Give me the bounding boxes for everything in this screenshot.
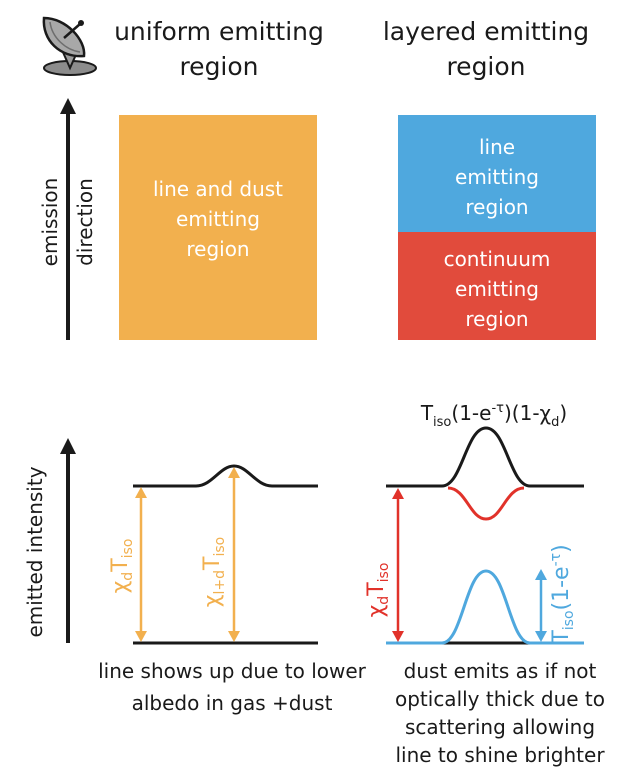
svg-text:χdTiso: χdTiso — [108, 539, 136, 594]
svg-text:χl+dTiso: χl+dTiso — [200, 537, 228, 607]
svg-text:χdTiso: χdTiso — [364, 563, 392, 618]
xld-tiso-label: χl+dTiso — [200, 537, 228, 607]
intensity-axis-label: emitted intensity — [23, 466, 47, 637]
line-emitting-box — [398, 115, 596, 232]
uniform-emitting-box — [119, 115, 317, 340]
line-box-label-3: region — [465, 195, 528, 219]
intensity-arrow-head — [60, 438, 76, 454]
right-line-emission-curve — [386, 426, 584, 488]
uniform-title-line-2: region — [179, 52, 258, 81]
continuum-box-label-1: continuum — [444, 247, 551, 271]
right-caption-line-3: scattering allowing — [405, 715, 595, 739]
blue-tiso-arrow — [535, 569, 547, 642]
right-blue-line-curve — [386, 569, 584, 645]
formula-label: Tiso(1-e-τ)(1-χd) — [420, 401, 567, 430]
layered-title-line-2: region — [446, 52, 525, 81]
uniform-box-label-3: region — [186, 237, 249, 261]
right-absorption-dip-curve — [447, 486, 525, 521]
left-caption-line-1: line shows up due to lower — [98, 659, 367, 683]
left-spectrum-curve — [133, 464, 318, 488]
xd-tiso-arrow — [135, 487, 147, 642]
right-caption-line-4: line to shine brighter — [395, 743, 605, 767]
red-xd-tiso-arrow — [392, 488, 404, 642]
uniform-box-label-1: line and dust — [153, 177, 283, 201]
continuum-emitting-box — [398, 232, 596, 340]
right-caption-line-1: dust emits as if not — [404, 659, 597, 683]
emission-arrow-head — [60, 98, 76, 114]
blue-tiso-label: Tiso(1-e-τ) — [548, 544, 577, 644]
direction-label: direction — [73, 178, 97, 266]
red-xd-tiso-label: χdTiso — [364, 563, 392, 618]
continuum-box-label-3: region — [465, 307, 528, 331]
xd-tiso-label: χdTiso — [108, 539, 136, 594]
satellite-dish-icon — [42, 16, 97, 76]
xld-tiso-arrow — [228, 467, 240, 642]
svg-text:Tiso(1-e-τ): Tiso(1-e-τ) — [548, 544, 577, 644]
uniform-title-line-1: uniform emitting — [114, 17, 324, 46]
line-box-label-1: line — [479, 135, 515, 159]
continuum-box-label-2: emitting — [455, 277, 539, 301]
line-box-label-2: emitting — [455, 165, 539, 189]
uniform-box-label-2: emitting — [176, 207, 260, 231]
left-caption-line-2: albedo in gas +dust — [132, 691, 333, 715]
layered-title-line-1: layered emitting — [383, 17, 589, 46]
right-caption-line-2: optically thick due to — [395, 687, 605, 711]
emission-label: emission — [38, 178, 62, 267]
